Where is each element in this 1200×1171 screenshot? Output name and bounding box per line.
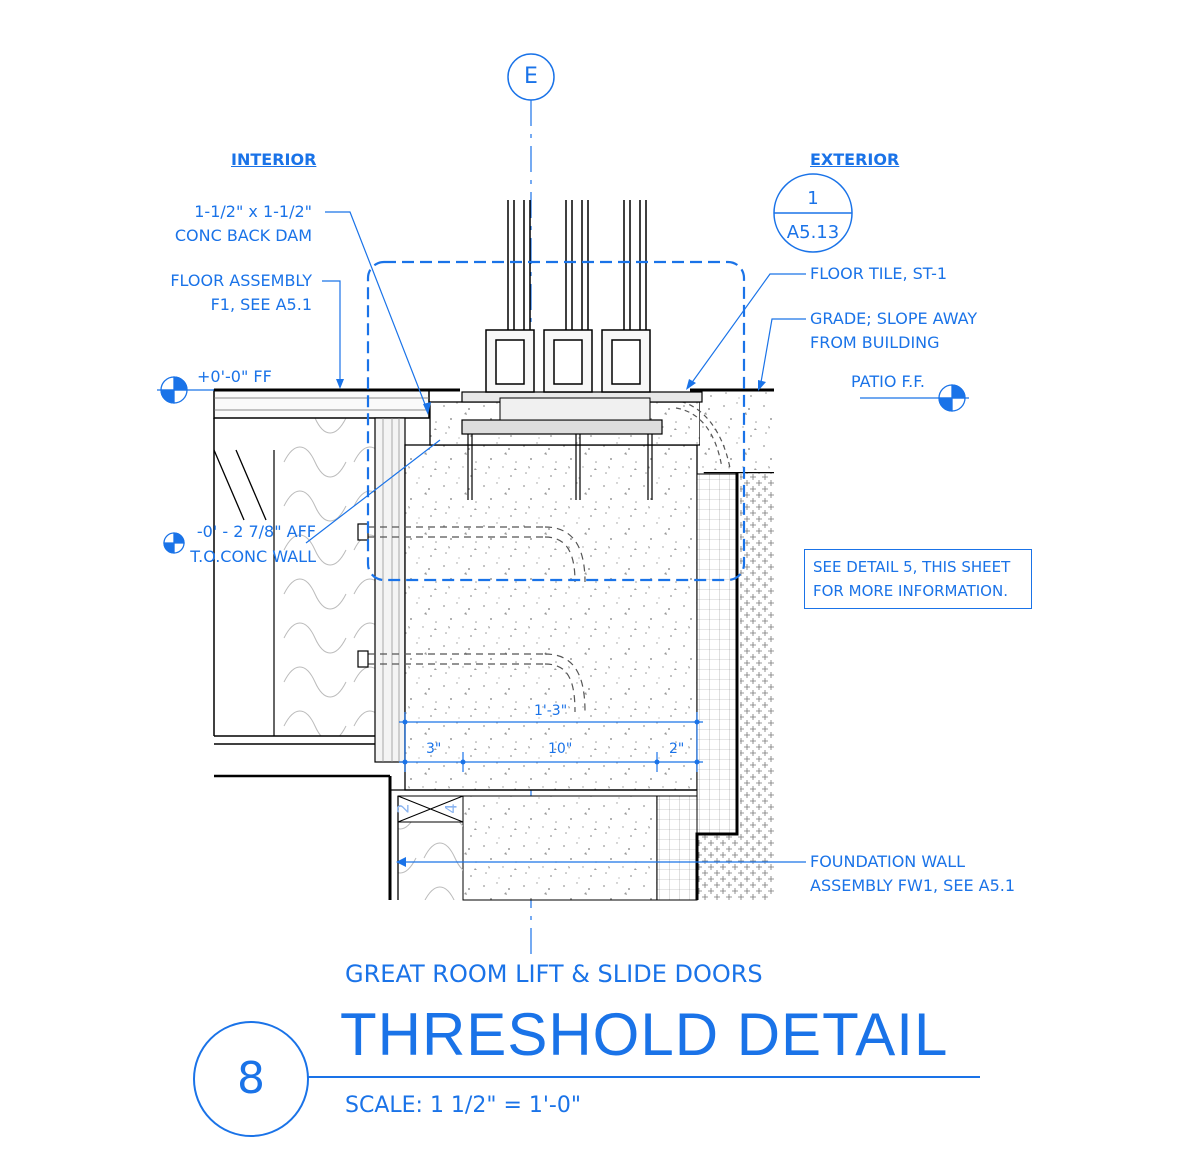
dim-left: 3" <box>426 741 442 757</box>
anchor-bolt-lower <box>368 653 586 713</box>
note-box: SEE DETAIL 5, THIS SHEET FOR MORE INFORM… <box>804 549 1032 609</box>
dim-middle: 10" <box>548 741 573 757</box>
lumber-tag-a: 2 <box>393 803 413 814</box>
detail-number: 8 <box>237 1053 265 1104</box>
enlarged-detail-boundary <box>366 260 746 582</box>
door-panel-2 <box>543 200 593 393</box>
rim-board <box>374 417 406 763</box>
note-line-2: FOR MORE INFORMATION. <box>813 582 1008 600</box>
floor-assembly-label-1: FLOOR ASSEMBLY <box>170 271 312 290</box>
patio-ff-label: PATIO F.F. <box>851 372 925 391</box>
ff-elevation-marker <box>157 376 214 404</box>
dim-right: 2" <box>669 741 685 757</box>
interior-header: INTERIOR <box>231 150 317 169</box>
exterior-soil <box>740 472 774 900</box>
grid-bubble-label: E <box>524 64 538 89</box>
section-reference-number: 1 <box>807 188 819 209</box>
floor-insulation <box>280 418 375 736</box>
foundation-label-2: ASSEMBLY FW1, SEE A5.1 <box>810 876 1016 895</box>
patio-slab <box>700 390 774 472</box>
ff-elevation-label: +0'-0" FF <box>197 367 272 386</box>
leader-lines <box>305 211 806 863</box>
back-dam-label-2: CONC BACK DAM <box>174 226 312 245</box>
foundation-wall <box>462 795 658 901</box>
dim-overall: 1'-3" <box>534 703 568 719</box>
bottom-plate-insulation <box>398 822 463 900</box>
section-reference-sheet: A5.13 <box>786 222 840 243</box>
detail-subtitle: GREAT ROOM LIFT & SLIDE DOORS <box>345 960 763 988</box>
floor-assembly-label-2: F1, SEE A5.1 <box>210 295 312 314</box>
grid-bubble <box>507 53 555 101</box>
conc-wall-label-2: T.O.CONC WALL <box>190 547 316 566</box>
conc-wall-label-1: -0' - 2 7/8" AFF <box>196 522 316 541</box>
grade-label-1: GRADE; SLOPE AWAY <box>810 309 978 328</box>
conc-wall-elevation-marker <box>163 532 185 554</box>
foundation-label-1: FOUNDATION WALL <box>810 852 966 871</box>
door-panel-1 <box>485 200 535 393</box>
detail-number-circle <box>193 1021 309 1137</box>
grade-label-2: FROM BUILDING <box>810 333 940 352</box>
note-line-1: SEE DETAIL 5, THIS SHEET <box>813 558 1011 576</box>
floor-tile-label: FLOOR TILE, ST-1 <box>810 264 948 283</box>
anchor-bolt-upper <box>368 526 586 583</box>
patio-elevation-marker <box>860 384 969 412</box>
door-panel-3 <box>601 200 651 393</box>
exterior-board <box>696 473 738 835</box>
floor-assembly <box>213 389 430 419</box>
exterior-header: EXTERIOR <box>810 150 900 169</box>
back-dam-label-1: 1-1/2" x 1-1/2" <box>194 202 312 221</box>
lumber-tag-b: 4 <box>441 803 461 814</box>
detail-scale: SCALE: 1 1/2" = 1'-0" <box>345 1093 581 1118</box>
detail-title: THRESHOLD DETAIL <box>340 1001 949 1068</box>
concrete-wall <box>404 444 698 791</box>
